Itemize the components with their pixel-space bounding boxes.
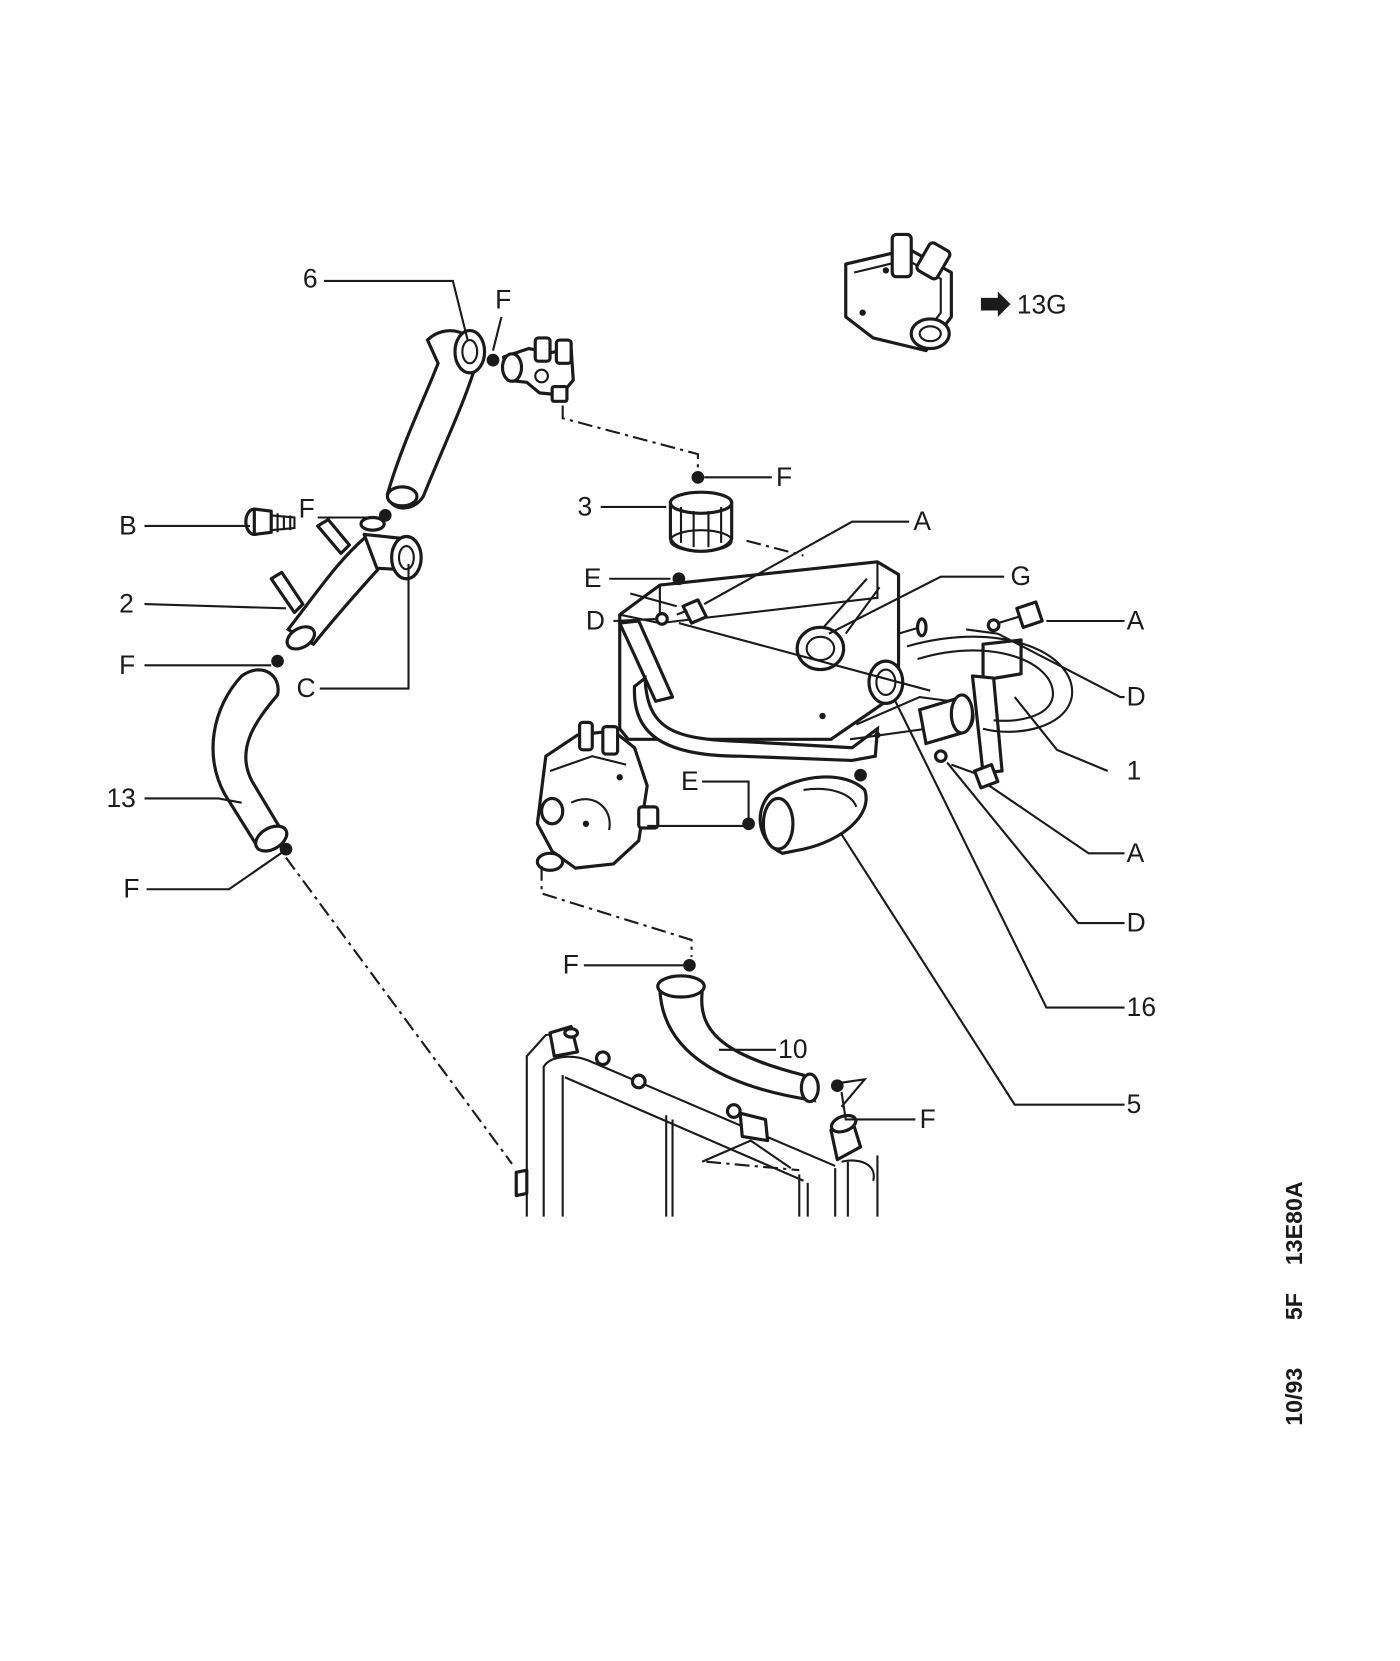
clip-f-6 — [486, 353, 500, 367]
clip-f-6b — [683, 958, 696, 972]
callout-3: 3 — [577, 491, 592, 521]
callout-f-4: F — [119, 650, 135, 680]
clip-f-3 — [378, 509, 392, 522]
hose-13 — [211, 668, 289, 853]
side-code: 10/93 5F 13E80A — [1281, 1181, 1307, 1426]
callout-c: C — [297, 673, 316, 703]
clip-f-2 — [691, 471, 705, 484]
callout-a-1: A — [913, 506, 931, 536]
callout-13: 13 — [106, 783, 135, 813]
outlet-fitting — [500, 336, 575, 403]
callout-labels: 6 F F 3 A E G D A D 1 B F 2 F C 13 F E A… — [106, 263, 1156, 1134]
radiator — [514, 1024, 879, 1217]
callout-d-1: D — [586, 605, 605, 635]
callout-f-5: F — [123, 874, 139, 904]
callout-1: 1 — [1127, 755, 1142, 785]
callout-g: G — [1011, 561, 1032, 591]
callout-10: 10 — [778, 1034, 807, 1064]
side-code-date: 10/93 — [1281, 1368, 1307, 1426]
callout-a-2: A — [1127, 605, 1145, 635]
screw-a-3 — [950, 763, 1000, 790]
hose-10 — [656, 974, 820, 1104]
callout-f-7: F — [920, 1104, 936, 1134]
expansion-tank-1 — [618, 560, 1074, 775]
screw-a-2 — [997, 600, 1044, 629]
callout-a-3: A — [1127, 838, 1145, 868]
callout-f-3: F — [299, 494, 315, 524]
side-code-section: 5F — [1281, 1293, 1307, 1320]
thermostat-housing-reference — [844, 232, 953, 353]
hose-6 — [385, 328, 487, 510]
reference-label: 13G — [1017, 290, 1067, 320]
hose-5 — [758, 775, 868, 856]
washer-d-3 — [933, 749, 948, 764]
bleed-screw-b — [244, 507, 296, 536]
water-pump — [535, 720, 660, 872]
callout-16: 16 — [1127, 992, 1156, 1022]
callout-e-1: E — [584, 563, 602, 593]
callout-5: 5 — [1127, 1089, 1142, 1119]
clip-f-8 — [854, 768, 867, 782]
arrow-right-icon — [980, 291, 1011, 317]
nut-e-2 — [742, 817, 755, 831]
callout-d-2: D — [1127, 681, 1146, 711]
connection-lines — [285, 405, 998, 1172]
washer-d-2 — [986, 618, 1001, 633]
callout-leaders — [144, 279, 1125, 1121]
screw-a-1 — [676, 598, 708, 625]
callout-f-1: F — [495, 284, 511, 314]
fitting-2 — [269, 515, 423, 651]
callout-b: B — [119, 510, 137, 540]
reference-arrow-13g: 13G — [980, 290, 1067, 320]
side-code-plate: 13E80A — [1281, 1181, 1307, 1265]
clip-f-4 — [271, 654, 284, 668]
callout-e-2: E — [681, 766, 699, 796]
callout-f-2: F — [776, 462, 792, 492]
callout-d-3: D — [1127, 908, 1146, 938]
clip-f-7 — [830, 1079, 844, 1093]
washer-d-1 — [655, 612, 669, 626]
nut-e-1 — [672, 572, 686, 586]
callout-f-6: F — [563, 950, 579, 980]
filler-cap-3 — [668, 490, 734, 553]
callout-6: 6 — [303, 263, 318, 293]
callout-2: 2 — [119, 589, 134, 619]
